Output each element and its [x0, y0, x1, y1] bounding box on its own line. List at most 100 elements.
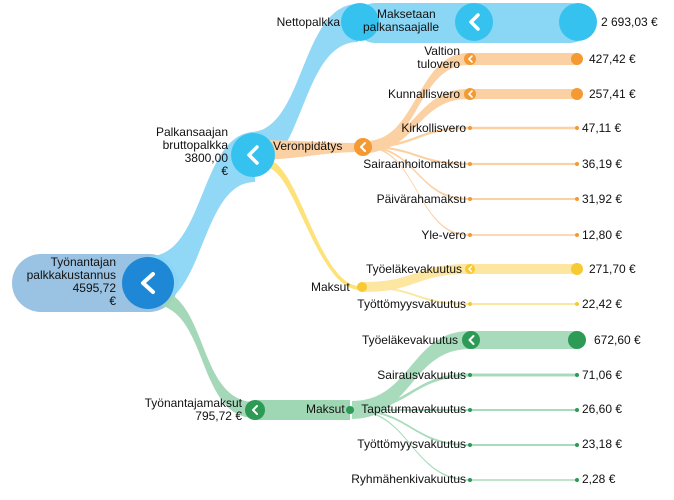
tax-bar-sairaanhoito	[468, 162, 578, 166]
employer-bar-ryhmahenki	[470, 479, 578, 481]
employer-bar-tapaturma	[470, 409, 578, 411]
tax-bar-paivaraha	[468, 198, 578, 200]
tax-value-yle: 12,80 €	[582, 228, 623, 242]
employer-link-tyoelake	[352, 331, 470, 419]
employee-end-tyottomyys	[575, 302, 579, 306]
root-node[interactable]	[122, 257, 174, 309]
tax-end-paivaraha	[575, 197, 579, 201]
tax-link-kunnallis	[366, 89, 468, 152]
tax-node-kirkollis	[468, 126, 472, 130]
gross-label-line2: bruttopalkka	[162, 138, 228, 152]
employer-item-ryhmahenki-label: Ryhmähenkivakuutus	[351, 472, 466, 486]
link-gross-withholder	[250, 140, 360, 160]
paid-label: Maksetaan palkansaajalle	[363, 8, 473, 34]
employer-bar-sairaus	[470, 373, 578, 377]
employer-node-ryhmahenki	[468, 478, 472, 482]
paid-label-line2: palkansaajalle	[363, 20, 440, 34]
employer-item-tyottomyys-value: 23,18 €	[582, 437, 623, 451]
root-label-line1: Työnantajan	[50, 255, 116, 269]
link-root-gross	[150, 132, 255, 306]
tax-bar-kunnallis	[468, 89, 578, 99]
tax-value-kunnallis: 257,41 €	[589, 87, 636, 101]
tax-link-kirkollis	[366, 126, 468, 149]
employer-node-tapaturma	[468, 408, 472, 412]
employee-item-tyoelake-label: Työeläkevakuutus	[365, 262, 462, 276]
employer-label: Työnantajamaksut 795,72 €	[110, 397, 242, 423]
tax-node-sairaanhoito	[468, 162, 472, 166]
net-node[interactable]	[341, 3, 379, 41]
paid-node[interactable]	[455, 3, 493, 41]
withholder-label: Veronpidätys	[273, 139, 343, 153]
paid-end-node	[559, 3, 597, 41]
employer-item-tyoelake-value: 672,60 €	[594, 333, 641, 347]
employer-node-tyottomyys	[468, 443, 472, 447]
link-gross-net	[250, 4, 358, 170]
root-label-line2: palkkakustannus	[26, 268, 116, 282]
employer-item-sairaus-value: 71,06 €	[582, 368, 623, 382]
gross-label-line3: 3800,00	[184, 151, 228, 165]
employee-end-tyoelake	[571, 263, 583, 275]
employee-maksut-label: Maksut	[311, 280, 350, 294]
employee-maksut-node	[357, 282, 367, 292]
tax-link-yle	[366, 146, 468, 236]
tax-end-kirkollis	[575, 126, 579, 130]
root-label-line4: €	[109, 294, 116, 308]
link-gross-maksut	[268, 160, 360, 290]
employee-node-tyoelake[interactable]	[465, 264, 475, 274]
leaf-nodes	[462, 53, 586, 482]
employee-bar-tyottomyys	[468, 303, 578, 305]
employer-maksut-label: Maksut	[306, 402, 345, 416]
tax-end-sairaanhoito	[575, 162, 579, 166]
employee-link-tyoelake	[364, 264, 468, 292]
employer-end-tapaturma	[575, 408, 579, 412]
tax-value-sairaanhoito: 36,19 €	[582, 157, 623, 171]
employee-item-tyottomyys-label: Työttömyysvakuutus	[357, 297, 466, 311]
tax-links	[366, 53, 578, 236]
employer-node[interactable]	[245, 400, 265, 420]
link-root-employer	[150, 288, 255, 418]
chevron-left-icon	[247, 145, 259, 165]
chevron-left-icon	[252, 405, 258, 415]
tax-label-paivaraha: Päivärahamaksu	[376, 192, 466, 206]
chevron-left-icon	[141, 272, 155, 294]
tax-value-paivaraha: 31,92 €	[582, 192, 623, 206]
gross-label-line1: Palkansaajan	[155, 125, 228, 139]
gross-label-line4: €	[221, 164, 228, 178]
root-label-line3: 4595,72	[72, 281, 116, 295]
paid-value: 2 693,03 €	[601, 15, 658, 29]
tax-link-paivaraha	[366, 146, 468, 200]
chevron-left-icon	[468, 335, 475, 345]
root-label: Työnantajan palkkakustannus 4595,72 €	[4, 256, 116, 308]
tax-label-valtion-line2: tulovero	[417, 57, 460, 71]
employer-links	[352, 331, 578, 481]
employer-label-line2: 795,72 €	[195, 409, 242, 423]
link-employer-maksut	[255, 400, 350, 420]
employer-item-tyoelake-label: Työeläkevakuutus	[361, 333, 458, 347]
employer-item-tapaturma-label: Tapaturmavakuutus	[361, 402, 466, 416]
gross-label: Palkansaajan bruttopalkka 3800,00 €	[126, 126, 228, 178]
tax-label-kirkollis: Kirkollisvero	[401, 121, 466, 135]
tax-node-paivaraha	[468, 197, 472, 201]
tax-end-valtion	[571, 53, 583, 65]
employer-node-tyoelake[interactable]	[462, 331, 480, 349]
tax-label-kunnallis: Kunnallisvero	[387, 87, 460, 101]
employer-link-ryhmahenki	[352, 409, 470, 481]
employer-end-tyoelake	[568, 331, 586, 349]
tax-label-valtion: Valtion tulovero	[330, 45, 460, 71]
tax-end-kunnallis	[571, 88, 583, 100]
employer-end-sairaus	[575, 373, 579, 377]
tax-bar-valtion	[468, 53, 578, 65]
tax-bar-kirkollis	[468, 126, 578, 130]
paid-label-line1: Maksetaan	[377, 7, 436, 21]
net-label: Nettopalkka	[276, 15, 340, 29]
employer-label-line1: Työnantajamaksut	[144, 396, 242, 410]
withholder-node[interactable]	[354, 138, 372, 156]
nodes	[122, 3, 597, 420]
employer-bar-tyottomyys	[470, 444, 578, 446]
tax-label-yle: Yle-vero	[421, 228, 466, 242]
tax-value-valtion: 427,42 €	[589, 52, 636, 66]
employee-link-tyottomyys	[364, 286, 468, 305]
gross-node[interactable]	[231, 133, 275, 177]
employer-end-ryhmahenki	[575, 478, 579, 482]
